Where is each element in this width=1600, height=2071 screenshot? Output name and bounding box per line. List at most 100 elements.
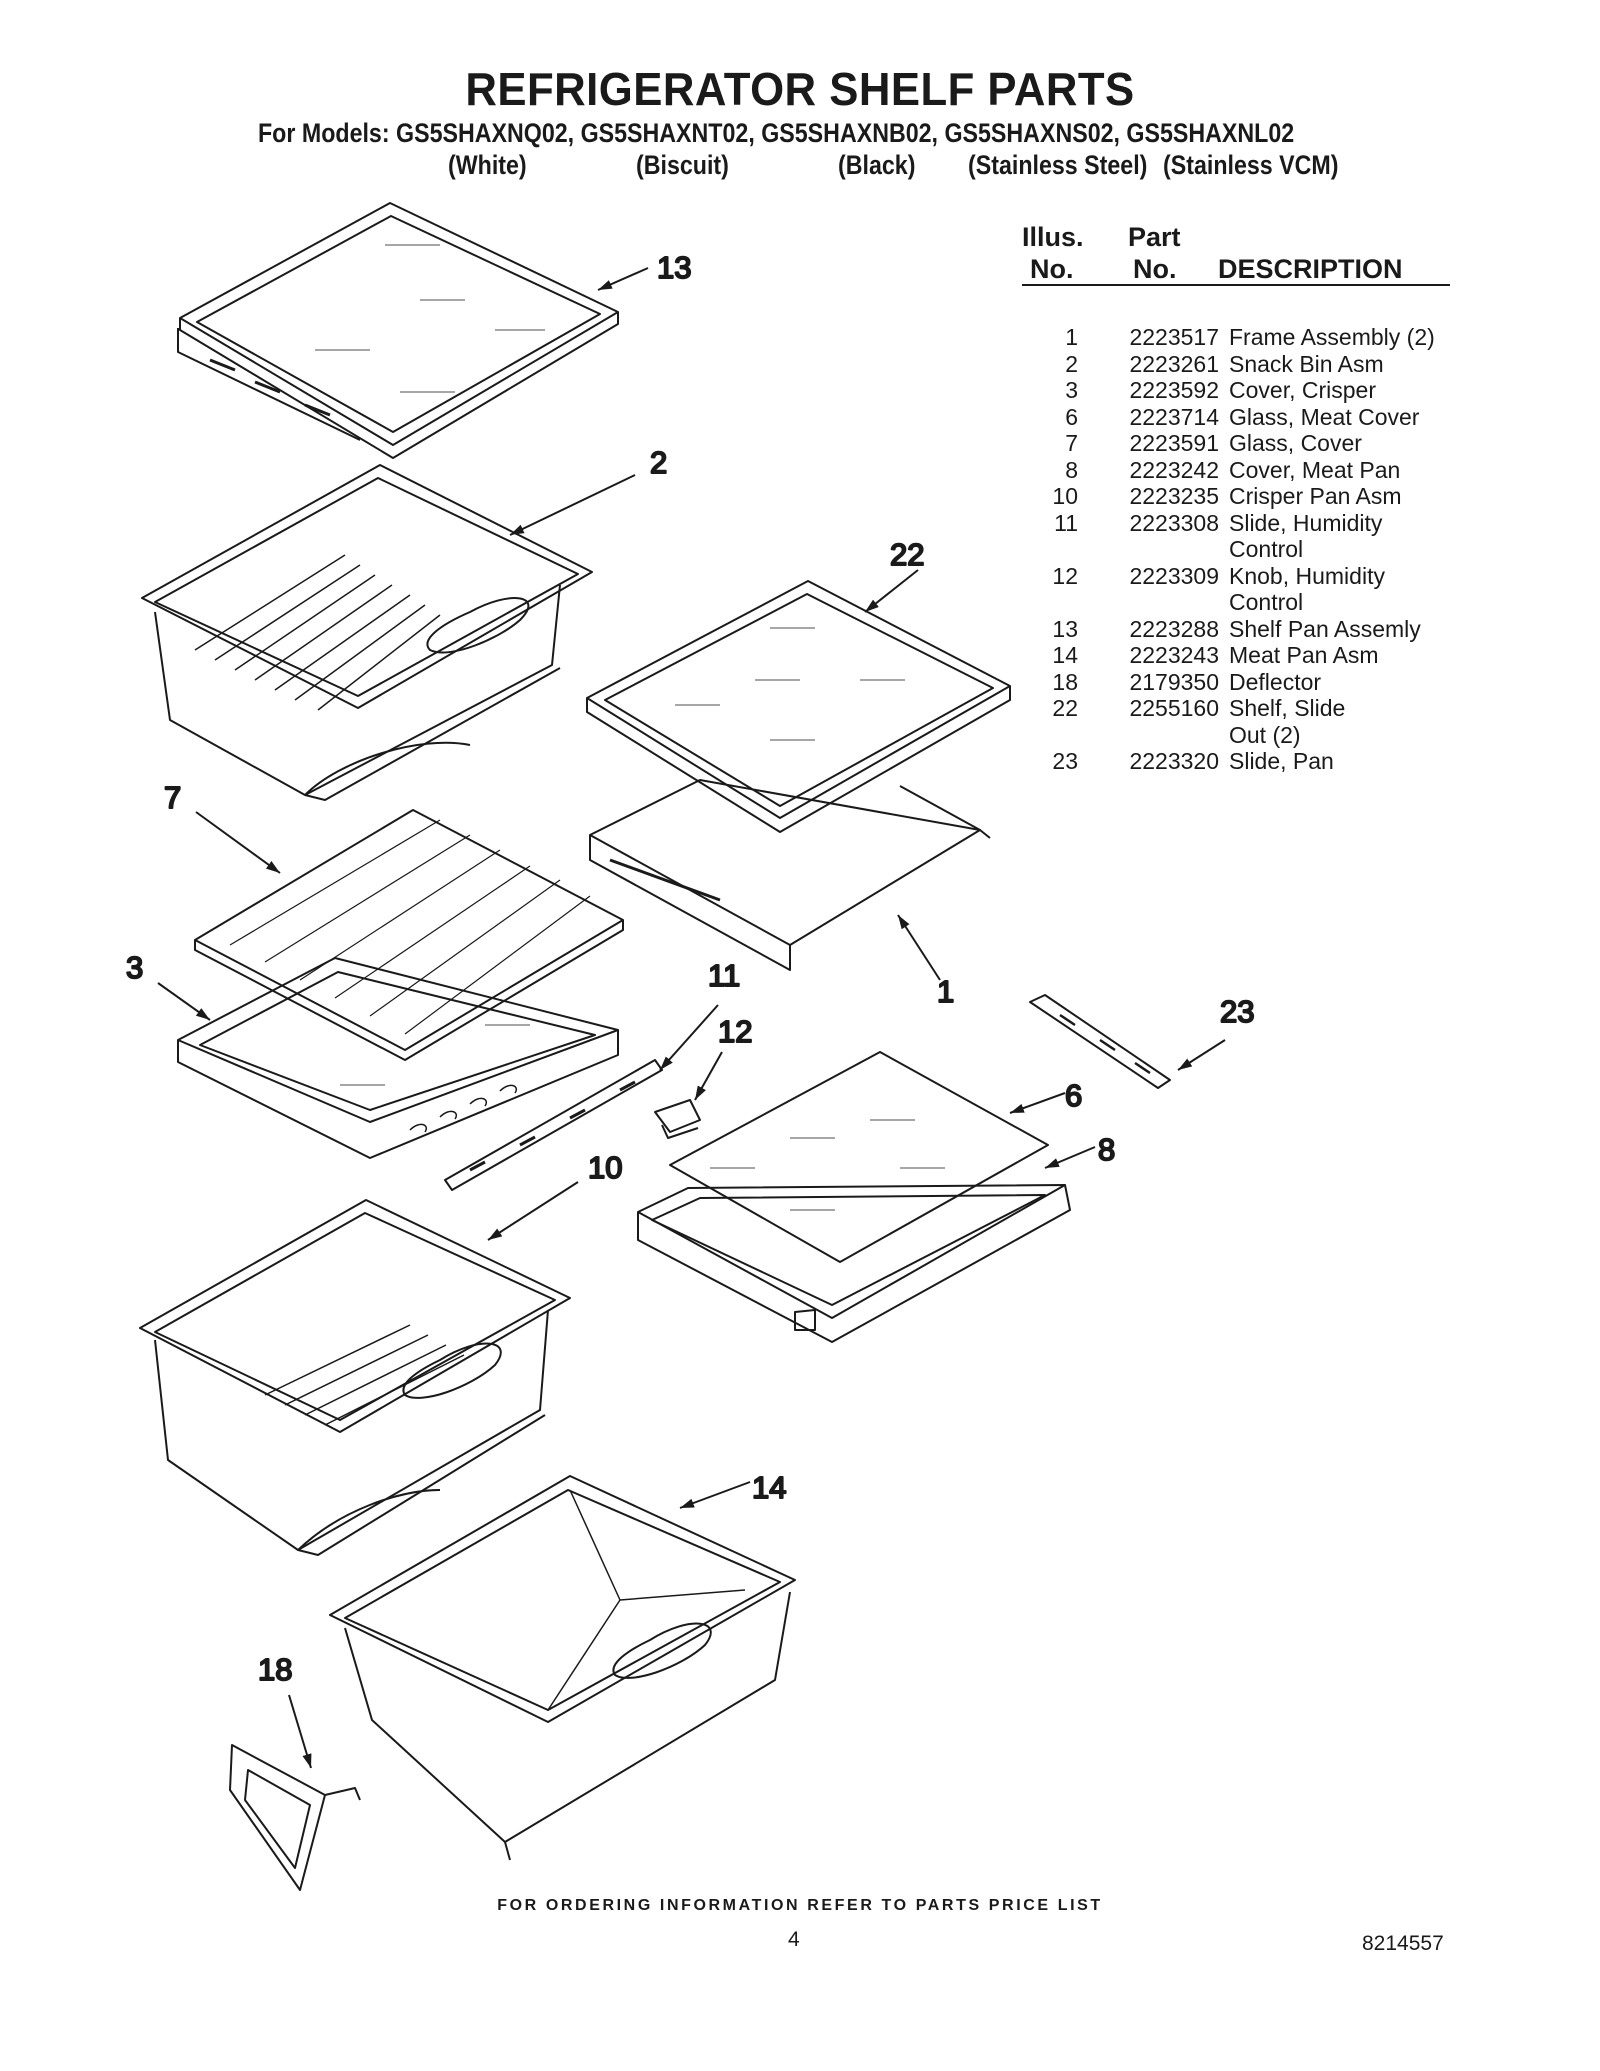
- part-description: Slide, Humidity Control: [1229, 509, 1383, 563]
- illus-number: 2: [1065, 350, 1078, 377]
- page-title: REFRIGERATOR SHELF PARTS: [465, 63, 1135, 115]
- illus-number: 10: [1052, 483, 1078, 509]
- model-list: For Models: GS5SHAXNQ02, GS5SHAXNT02, GS…: [258, 118, 1295, 148]
- illus-number: 8: [1065, 456, 1078, 483]
- part-22-shelf-slide-out: [586, 580, 1011, 833]
- part-description: Shelf, Slide Out (2): [1229, 695, 1346, 748]
- part-number: 2223714: [1129, 403, 1219, 430]
- part-number: 2255160: [1129, 695, 1219, 721]
- part-description: Snack Bin Asm: [1229, 350, 1384, 377]
- illus-number: 23: [1052, 748, 1078, 774]
- part-number: 2179350: [1129, 668, 1219, 695]
- illus-number: 11: [1054, 509, 1078, 536]
- color-black: (Black): [838, 150, 916, 180]
- part-11-humidity-slide: [444, 1059, 663, 1191]
- part-description: Cover, Crisper: [1229, 377, 1376, 403]
- callout-18: 18: [258, 1652, 292, 1687]
- part-number: 2223288: [1129, 615, 1219, 642]
- part-description: Glass, Meat Cover: [1229, 403, 1420, 430]
- col-illus-header-1: Illus.: [1022, 222, 1084, 252]
- part-description: Deflector: [1229, 668, 1322, 695]
- col-part-header-1: Part: [1128, 222, 1181, 252]
- part-12-humidity-knob: [654, 1099, 701, 1139]
- callout-13: 13: [657, 250, 691, 285]
- parts-row: 6 2223714 Glass, Meat Cover: [1022, 404, 1462, 431]
- color-stainless-steel: (Stainless Steel): [968, 150, 1148, 180]
- part-7-glass-cover: [194, 809, 624, 1061]
- color-stainless-vcm: (Stainless VCM): [1163, 150, 1339, 180]
- illus-number: 12: [1052, 562, 1078, 589]
- part-number: 2223235: [1129, 483, 1219, 509]
- document-number: 8214557: [1362, 1932, 1444, 1955]
- page-number: 4: [788, 1928, 800, 1951]
- callout-10: 10: [588, 1150, 622, 1185]
- color-white: (White): [448, 150, 527, 180]
- col-illus-header-2: No.: [1030, 254, 1074, 284]
- part-23-slide-pan: [1029, 994, 1171, 1089]
- parts-row: 11 2223308 Slide, Humidity Control: [1022, 510, 1462, 563]
- illus-number: 13: [1052, 615, 1078, 642]
- parts-row: 12 2223309 Knob, Humidity Control: [1022, 563, 1462, 616]
- callout-12: 12: [718, 1014, 752, 1049]
- callout-3: 3: [126, 950, 143, 985]
- part-13-shelf-pan: [177, 202, 619, 459]
- part-number: 2223261: [1129, 350, 1219, 377]
- leader-lines: [157, 267, 1226, 1769]
- part-1-frame-assembly: [589, 779, 991, 971]
- part-description: Frame Assembly (2): [1229, 324, 1435, 350]
- illus-number: 22: [1052, 695, 1078, 721]
- col-description-header: DESCRIPTION: [1218, 254, 1403, 284]
- callout-1: 1: [937, 974, 954, 1009]
- part-number: 2223591: [1129, 430, 1219, 456]
- illus-number: 6: [1065, 403, 1078, 430]
- illus-number: 14: [1052, 642, 1078, 668]
- callout-7: 7: [164, 780, 181, 815]
- parts-row: 3 2223592 Cover, Crisper: [1022, 377, 1462, 404]
- part-6-glass-meat-cover: [669, 1051, 1049, 1263]
- part-description: Crisper Pan Asm: [1229, 483, 1402, 509]
- ordering-note: FOR ORDERING INFORMATION REFER TO PARTS …: [497, 1897, 1103, 1914]
- part-description: Knob, Humidity Control: [1229, 562, 1385, 616]
- part-number: 2223517: [1129, 324, 1219, 350]
- part-18-deflector: [229, 1744, 361, 1891]
- illus-number: 18: [1052, 668, 1078, 695]
- illus-number: 3: [1065, 377, 1078, 403]
- part-number: 2223308: [1129, 509, 1219, 536]
- part-number: 2223309: [1129, 562, 1219, 589]
- parts-row: 14 2223243 Meat Pan Asm: [1022, 642, 1462, 669]
- part-number: 2223242: [1129, 456, 1219, 483]
- callout-2: 2: [650, 445, 667, 480]
- part-description: Shelf Pan Assemly: [1229, 615, 1421, 642]
- part-3-crisper-cover: [177, 957, 619, 1159]
- callout-8: 8: [1098, 1132, 1115, 1167]
- callout-6: 6: [1065, 1078, 1082, 1113]
- part-number: 2223592: [1129, 377, 1219, 403]
- part-14-meat-pan: [329, 1475, 796, 1861]
- part-description: Glass, Cover: [1229, 430, 1362, 456]
- part-8-meat-pan-cover: [637, 1184, 1071, 1343]
- part-2-snack-bin: [141, 464, 593, 801]
- parts-row: 2 2223261 Snack Bin Asm: [1022, 351, 1462, 378]
- part-description: Meat Pan Asm: [1229, 642, 1379, 668]
- color-biscuit: (Biscuit): [636, 150, 729, 180]
- col-part-header-2: No.: [1133, 254, 1177, 284]
- parts-row: 13 2223288 Shelf Pan Assemly: [1022, 616, 1462, 643]
- part-number: 2223243: [1129, 642, 1219, 668]
- parts-row: 1 2223517 Frame Assembly (2): [1022, 324, 1462, 351]
- parts-row: 22 2255160 Shelf, Slide Out (2): [1022, 695, 1462, 748]
- callout-11: 11: [708, 958, 740, 993]
- callout-14: 14: [752, 1470, 786, 1505]
- part-10-crisper-pan: [139, 1199, 571, 1556]
- table-header-rule: [1022, 284, 1450, 286]
- parts-row: 23 2223320 Slide, Pan: [1022, 748, 1462, 775]
- illus-number: 1: [1065, 324, 1078, 350]
- part-description: Slide, Pan: [1229, 748, 1334, 774]
- parts-row: 8 2223242 Cover, Meat Pan: [1022, 457, 1462, 484]
- parts-table: 1 2223517 Frame Assembly (2) 2 2223261 Snack …: [1022, 324, 1462, 775]
- part-description: Cover, Meat Pan: [1229, 456, 1401, 483]
- callout-22: 22: [890, 537, 924, 572]
- parts-row: 10 2223235 Crisper Pan Asm: [1022, 483, 1462, 510]
- part-number: 2223320: [1129, 748, 1219, 774]
